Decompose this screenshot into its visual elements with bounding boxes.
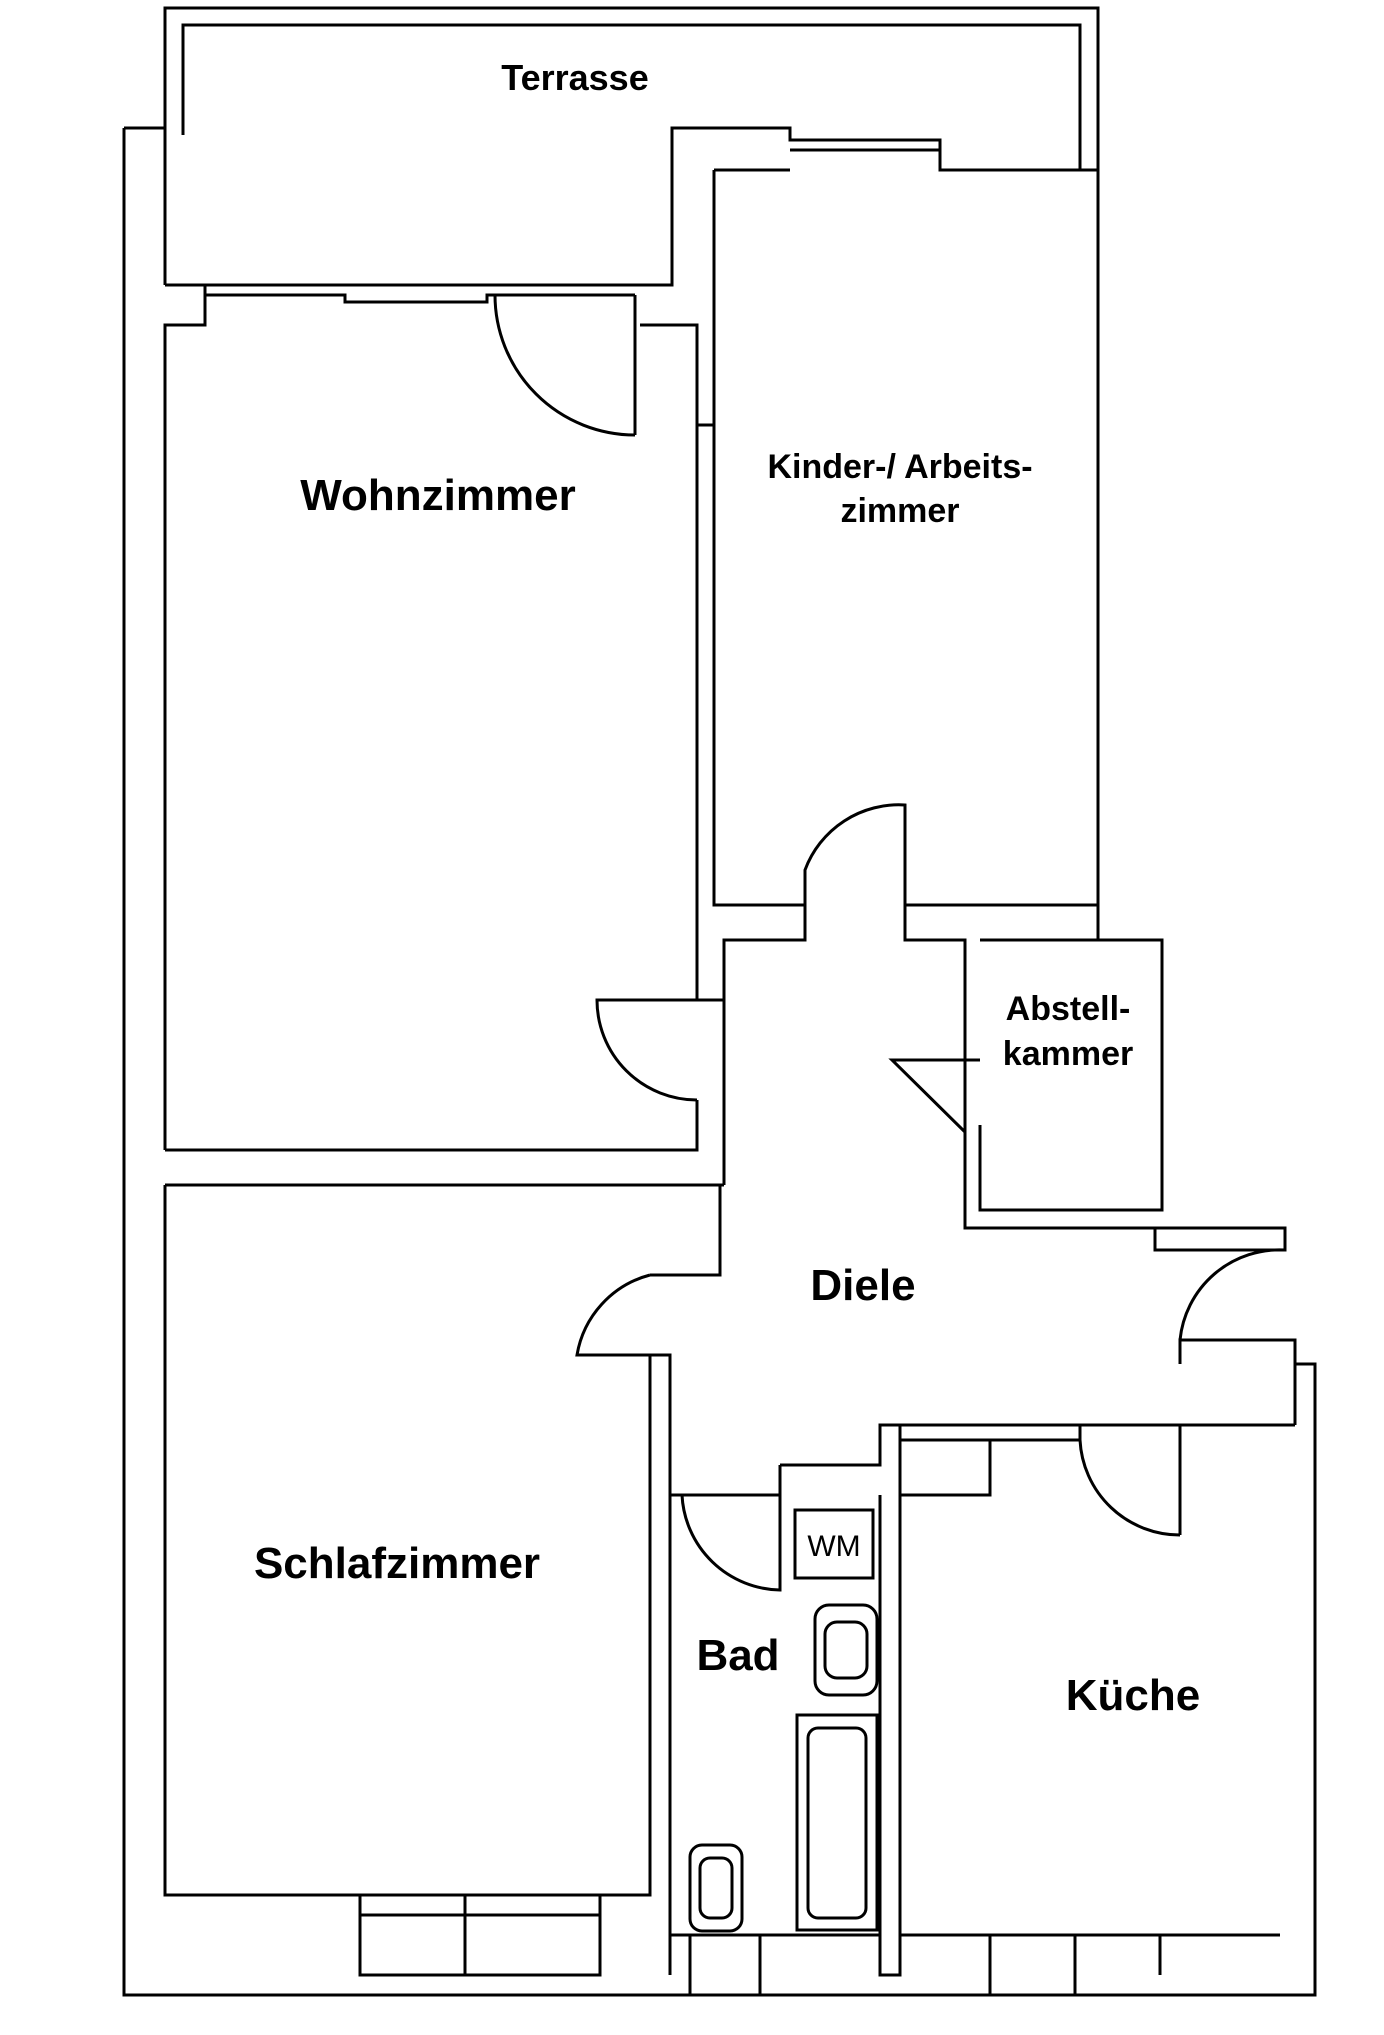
study-room-walls (712, 168, 1098, 907)
bedroom-walls (163, 1183, 722, 1977)
washing-machine-label: WM (807, 1530, 860, 1563)
sink (813, 1603, 879, 1697)
bathroom-label: Bad (696, 1631, 779, 1680)
washing-machine: WM (793, 1508, 875, 1580)
living-room-walls (163, 285, 714, 1152)
storage-room-label-line1: Abstell- (1006, 990, 1131, 1028)
terrace-label: Terrasse (501, 57, 648, 98)
hall-label: Diele (810, 1261, 915, 1310)
kitchen-walls (880, 1230, 1297, 1995)
kitchen-label: Küche (1066, 1671, 1200, 1720)
bedroom-label: Schlafzimmer (254, 1539, 540, 1588)
toilet (688, 1843, 744, 1933)
study-room-label-line2: zimmer (840, 492, 959, 530)
storage-room-label-line2: kammer (1003, 1035, 1133, 1073)
bathtub (795, 1713, 879, 1932)
storage-room-walls (888, 938, 1287, 1252)
room-labels: Terrasse Wohnzimmer Kinder-/ Arbeits- zi… (254, 57, 1200, 1720)
study-room-label-line1: Kinder-/ Arbeits- (767, 448, 1032, 486)
living-room-label: Wohnzimmer (300, 471, 575, 520)
